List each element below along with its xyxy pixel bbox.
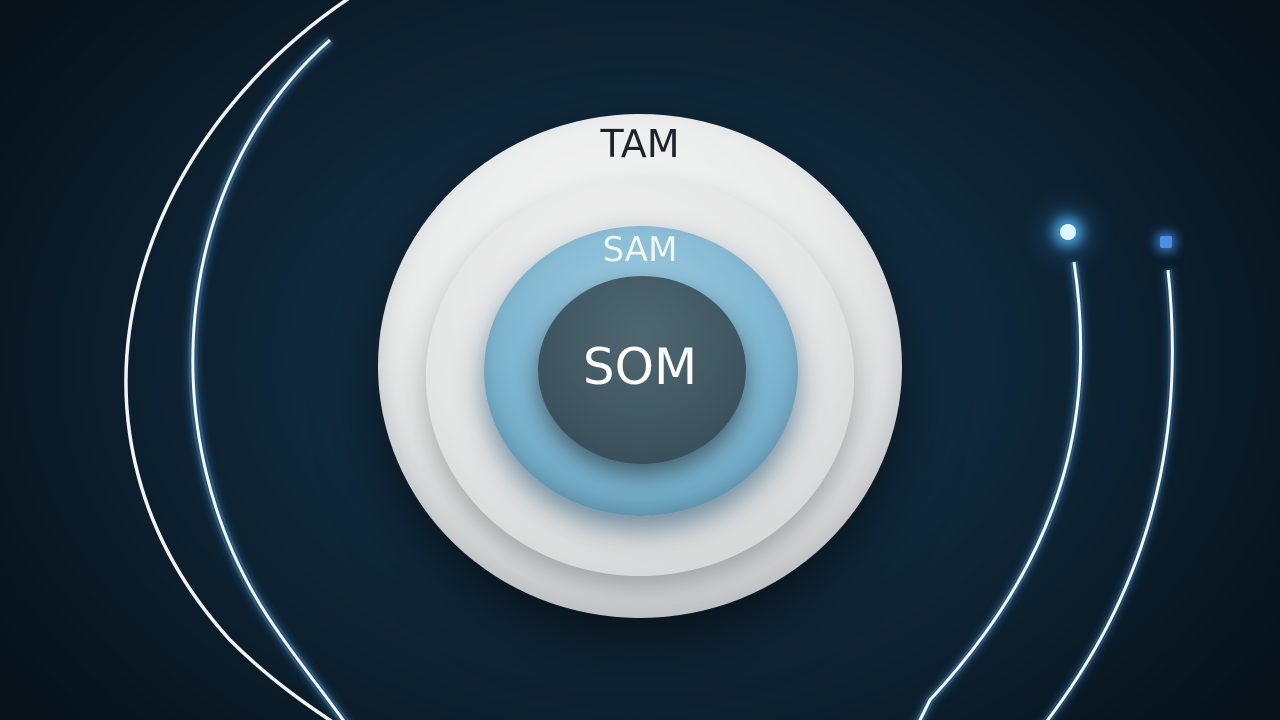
glow-dot-small	[1160, 236, 1172, 248]
som-label: SOM	[582, 338, 698, 396]
left-inner-arc-glow	[188, 36, 349, 720]
right-inner-arc	[918, 261, 1083, 720]
left-outer-arc	[124, 0, 350, 720]
sam-label: SAM	[602, 230, 678, 270]
tam-label: TAM	[600, 122, 680, 166]
glow-dot-large	[1060, 224, 1076, 240]
right-inner-arc-glow	[915, 261, 1085, 720]
left-inner-arc	[191, 38, 345, 720]
som-circle	[538, 276, 746, 464]
right-outer-arc	[1045, 269, 1174, 720]
